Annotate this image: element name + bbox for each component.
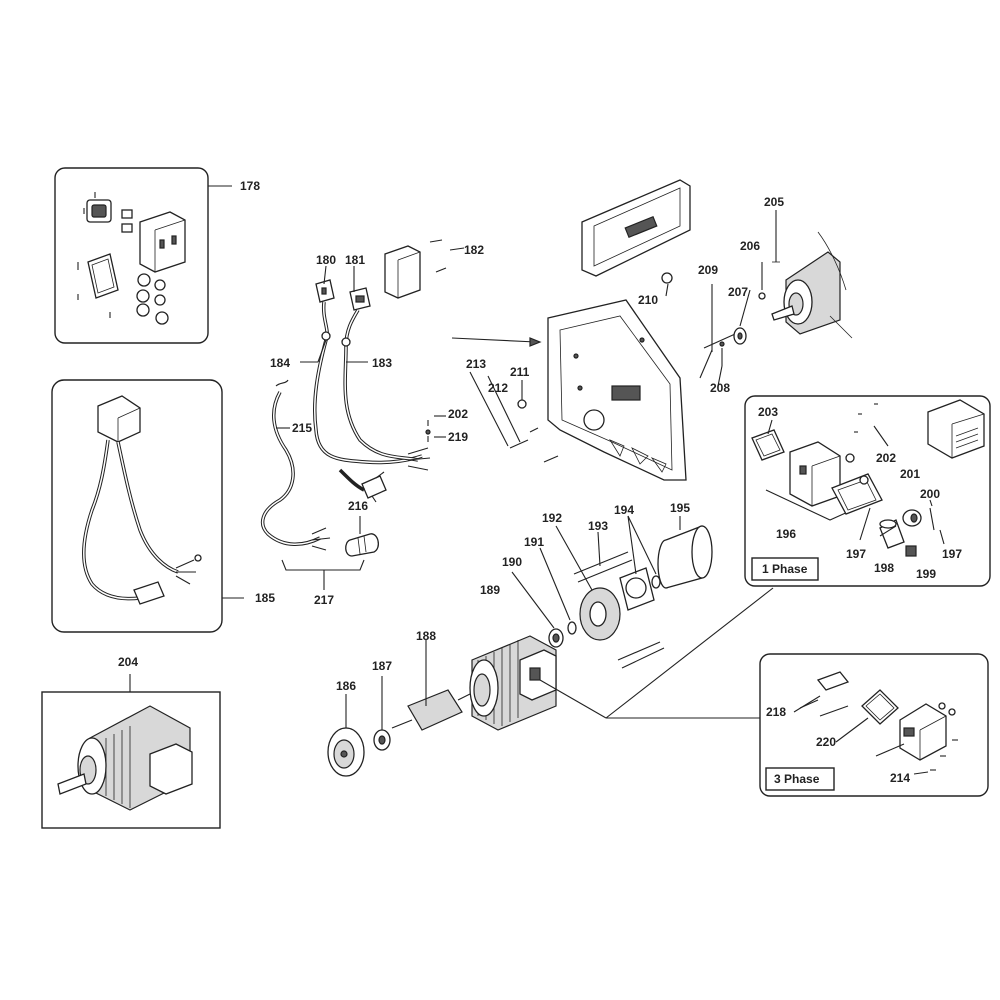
label-195: 195 [670,501,690,515]
label-202a: 202 [448,407,468,421]
label-190: 190 [502,555,522,569]
label-214: 214 [890,771,910,785]
connection-lines [276,247,774,719]
label-213: 213 [466,357,486,371]
part-labels: 178 180 181 182 183 184 185 186 187 188 … [118,179,962,785]
label-209: 209 [698,263,718,277]
label-191: 191 [524,535,544,549]
three-phase-box [759,653,989,797]
three-phase-label: 3 Phase [774,772,820,786]
label-218: 218 [766,705,786,719]
cord-set-180-184 [312,239,447,503]
one-phase-label: 1 Phase [762,562,808,576]
label-187: 187 [372,659,392,673]
label-204: 204 [118,655,138,669]
label-194: 194 [614,503,634,517]
label-215: 215 [292,421,312,435]
label-206: 206 [740,239,760,253]
label-183: 183 [372,356,392,370]
label-181: 181 [345,253,365,267]
label-216: 216 [348,499,368,513]
motor-mount-plate [451,179,691,481]
switch-kit-box [54,167,232,344]
motor-assembly-box-204 [41,674,221,829]
label-197a: 197 [846,547,866,561]
shaft-components [703,210,853,366]
label-199: 199 [916,567,936,581]
label-211: 211 [510,365,530,379]
label-193: 193 [588,519,608,533]
label-198: 198 [874,561,894,575]
label-188: 188 [416,629,436,643]
label-210: 210 [638,293,658,307]
label-212: 212 [488,381,508,395]
label-203: 203 [758,405,778,419]
label-220: 220 [816,735,836,749]
screws-202-219 [425,415,446,442]
label-180: 180 [316,253,336,267]
label-207: 207 [728,285,748,299]
label-185: 185 [255,591,275,605]
label-205: 205 [764,195,784,209]
label-178: 178 [240,179,260,193]
cord-box-185 [51,379,244,633]
label-184: 184 [270,356,290,370]
label-197b: 197 [942,547,962,561]
label-202b: 202 [876,451,896,465]
one-phase-box [744,395,991,587]
label-182: 182 [464,243,484,257]
motor-parts [327,515,713,777]
cord-215-217 [260,379,380,590]
label-219: 219 [448,430,468,444]
label-200: 200 [920,487,940,501]
label-186: 186 [336,679,356,693]
label-192: 192 [542,511,562,525]
label-189: 189 [480,583,500,597]
phase-labels: 1 Phase 3 Phase [762,562,820,786]
label-217: 217 [314,593,334,607]
label-208: 208 [710,381,730,395]
label-201: 201 [900,467,920,481]
label-196: 196 [776,527,796,541]
